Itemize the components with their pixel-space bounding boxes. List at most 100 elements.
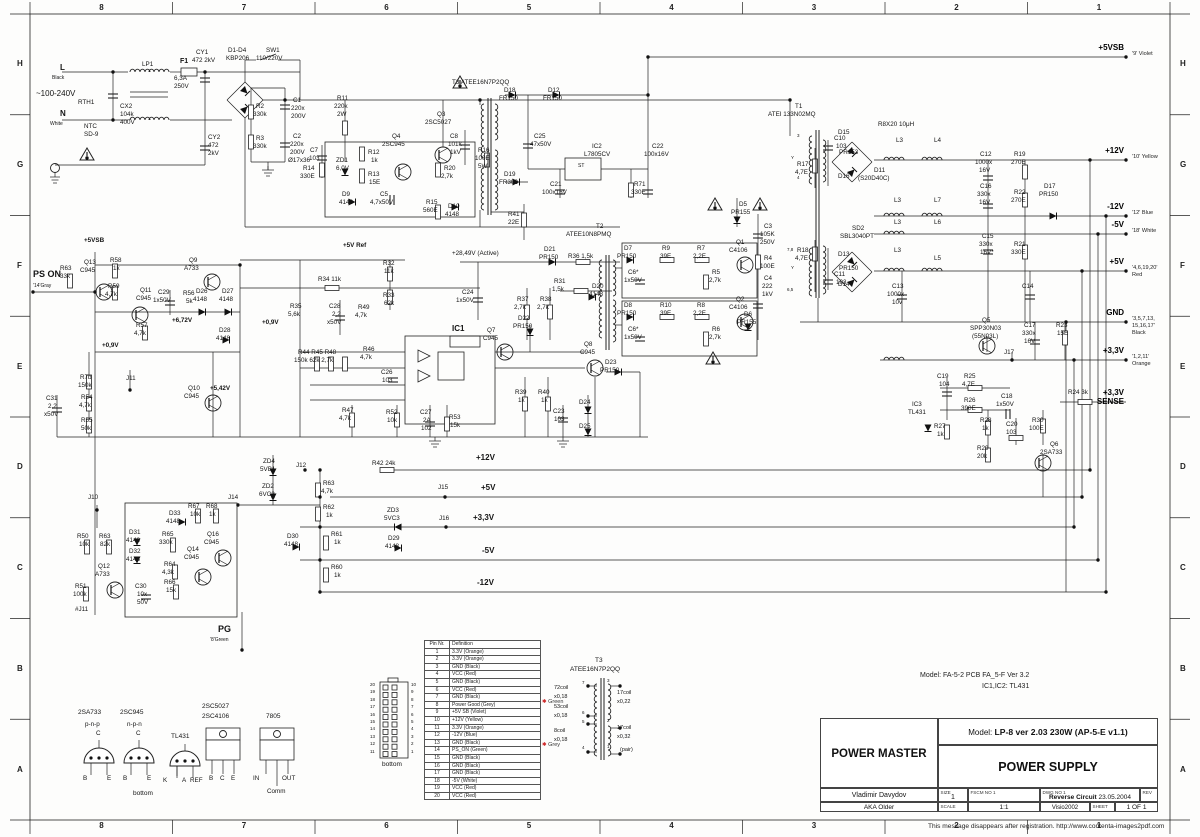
winding-pin: 2 — [607, 718, 610, 723]
component-label: 39E — [660, 253, 672, 260]
zone-column-top: 4 — [669, 3, 674, 12]
connector-pin-number: 9 — [411, 689, 414, 695]
connector-pin-number: 17 — [370, 704, 376, 710]
component-label: Q1 — [736, 239, 745, 246]
component-label: 100E — [1029, 425, 1044, 432]
component-label: C2 — [293, 133, 302, 140]
component-label: D9 — [342, 191, 351, 198]
component-label: R17 — [797, 161, 809, 168]
component-label: F1 — [180, 58, 189, 65]
connector-pin-number: 4 — [411, 726, 414, 732]
component-label: 400V — [120, 119, 135, 126]
connector-cell: 16 — [424, 761, 450, 771]
component-label: C945 — [184, 554, 200, 561]
component-label: R19 — [1014, 151, 1026, 158]
component-label: 2,2E — [693, 310, 706, 317]
component-label: FR150 — [543, 95, 562, 102]
connector-cell: 19 — [424, 784, 450, 793]
table-row: 9+5V SB (Violet) — [424, 708, 541, 717]
component-label: SW1 — [266, 47, 280, 54]
component-label: n-p-n — [127, 721, 142, 728]
component-label: R34 11k — [318, 276, 341, 283]
component-label: 5k — [186, 298, 193, 305]
component-label: D1-D4 — [228, 47, 247, 54]
component-label: R16 — [478, 147, 490, 154]
component-label: L6 — [934, 219, 942, 226]
component-label: IN — [253, 775, 260, 782]
component-label: C24 — [462, 289, 474, 296]
component-label: D18 — [504, 87, 516, 94]
component-label: L5 — [934, 255, 942, 262]
component-label: ATEI 133N02MQ — [768, 111, 816, 118]
connector-cell: 20 — [424, 791, 450, 801]
component-label: PG — [218, 624, 232, 634]
zone-column-bottom: 2 — [954, 821, 959, 830]
connector-pin-number: 2 — [411, 741, 414, 747]
winding-spec: x0,18 — [554, 737, 568, 743]
component-label: C11 — [834, 271, 846, 278]
component-label: 2,7k — [514, 304, 526, 311]
component-label: SD-9 — [84, 131, 99, 138]
component-label: C13 — [892, 283, 904, 290]
component-label: R33 — [383, 292, 395, 299]
component-label: 220k — [334, 103, 348, 110]
component-label: 2,7k — [709, 334, 721, 341]
component-label: J10 — [88, 494, 99, 501]
component-label: 5,6k — [288, 311, 300, 318]
connector-pin-number: 13 — [370, 733, 376, 739]
component-label: C945 — [184, 393, 200, 400]
component-label: D19 — [504, 171, 516, 178]
t3-title: T3 — [595, 657, 603, 664]
model-prefix: Model: — [968, 728, 995, 737]
component-label: R53 — [449, 414, 461, 421]
component-label: 330x — [979, 241, 993, 248]
component-label: R25 — [964, 373, 976, 380]
component-label: T1 — [795, 103, 803, 110]
component-label: C27 — [420, 409, 432, 416]
component-label: 62k — [384, 300, 395, 307]
component-label: R64 — [164, 561, 176, 568]
component-label: C945 — [204, 539, 220, 546]
component-label: 103 — [836, 143, 847, 150]
pinout-name: 7805 — [266, 713, 281, 720]
connector-cell: 15 — [424, 753, 450, 763]
component-label: R71 — [634, 181, 646, 188]
component-label: PS ON — [33, 269, 62, 279]
component-label: PR150 — [600, 367, 620, 374]
component-label: R8 — [697, 302, 706, 309]
component-label: D26 — [196, 288, 208, 295]
connector-cell: 7 — [424, 693, 450, 702]
component-label: 3 — [797, 133, 800, 138]
component-label: ZD3 — [387, 507, 399, 514]
winding-pin: 3 — [607, 678, 610, 683]
component-label: Q6 — [1050, 441, 1059, 448]
component-label: C1 — [293, 97, 302, 104]
component-label: L3 — [896, 137, 904, 144]
component-label: PR150 — [513, 323, 533, 330]
component-label: 4,7E — [962, 381, 975, 388]
component-label: x50V — [44, 411, 59, 418]
component-label: R63 — [60, 265, 72, 272]
component-label: 270E — [1011, 197, 1026, 204]
component-label: R31 — [554, 278, 566, 285]
component-label: SBL3040PT — [840, 233, 874, 240]
connector-cell: GND (Black) — [449, 753, 541, 763]
component-label: Q10 — [188, 385, 200, 392]
component-label: 2,2E — [693, 253, 706, 260]
component-label: C10 — [834, 135, 846, 142]
winding-pin: 1 — [607, 744, 610, 749]
output-terminal-pins: '3,5,7,13, 15,16,17' Black — [1132, 316, 1155, 336]
component-label: 103 — [309, 155, 320, 162]
component-label: 1000x — [975, 159, 993, 166]
component-label: +5V — [481, 483, 496, 492]
component-label: R21 — [1014, 241, 1026, 248]
component-label: 4148 — [126, 556, 141, 563]
component-label: 103 — [554, 416, 565, 423]
rev-cell: REV — [1140, 788, 1158, 802]
component-label: Q14 — [187, 546, 199, 553]
component-label: T2 — [596, 223, 604, 230]
component-label: C20 — [1006, 421, 1018, 428]
scale-cell: SCALE — [938, 802, 968, 812]
component-label: 330x — [1022, 330, 1036, 337]
